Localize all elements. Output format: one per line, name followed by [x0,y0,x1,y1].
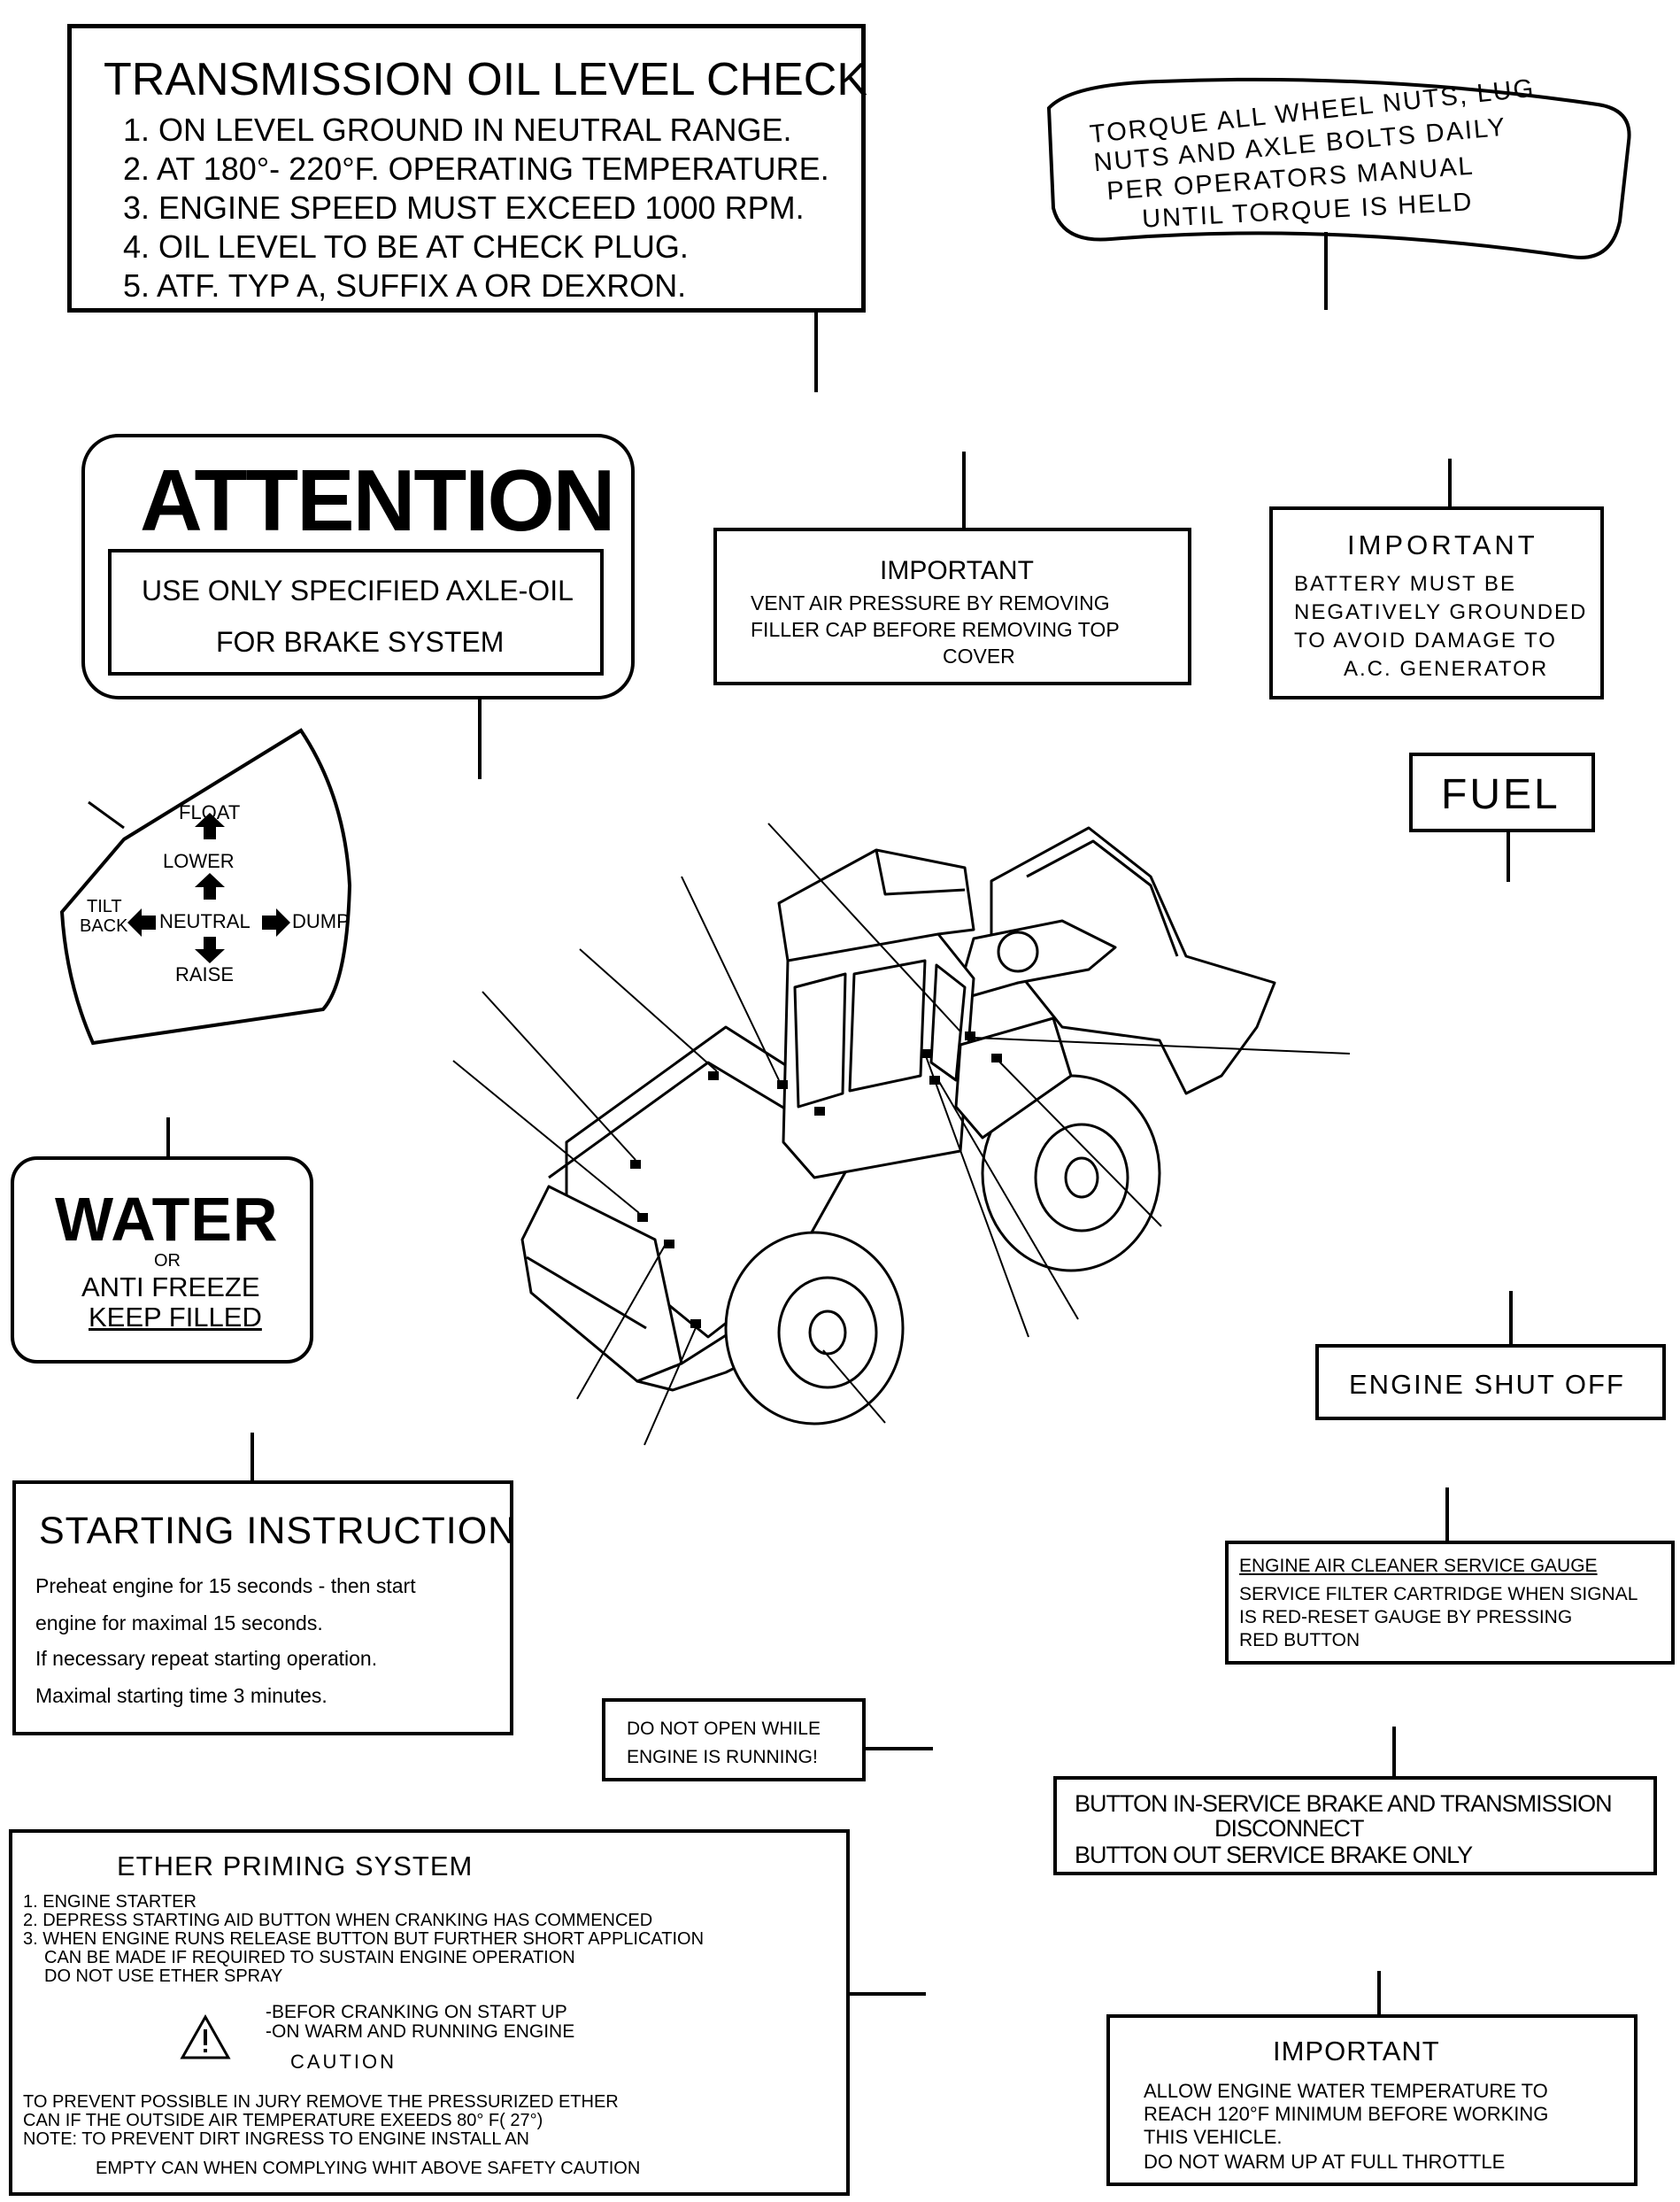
battery-line-3: TO AVOID DAMAGE TO [1294,629,1557,653]
ether-caution: CAUTION [290,2051,397,2073]
lever-neutral: NEUTRAL [159,910,250,932]
engine-shutoff-label: ENGINE SHUT OFF [1315,1344,1666,1420]
lever-raise: RAISE [175,963,235,985]
lever-lower: LOWER [163,850,235,872]
ether-step-4: CAN BE MADE IF REQUIRED TO SUSTAIN ENGIN… [44,1948,575,1967]
ether-step-2: 2. DEPRESS STARTING AID BUTTON WHEN CRAN… [23,1911,653,1930]
water-label: WATER OR ANTI FREEZE KEEP FILLED [11,1156,313,1364]
ether-warn-2: -ON WARM AND RUNNING ENGINE [266,2021,575,2042]
fuel-text: FUEL [1441,771,1561,818]
air-cleaner-line-3: RED BUTTON [1239,1630,1360,1650]
starting-line-2: engine for maximal 15 seconds. [35,1611,323,1634]
leader-line [1377,1971,1381,2015]
battery-title: IMPORTANT [1347,529,1538,560]
arrow-up-icon [195,813,225,839]
leader-line [962,452,966,529]
ether-step-3: 3. WHEN ENGINE RUNS RELEASE BUTTON BUT F… [23,1929,705,1949]
air-cleaner-line-2: IS RED-RESET GAUGE BY PRESSING [1239,1607,1573,1627]
leader-line [478,699,482,779]
transmission-line-2: 2. AT 180°- 220°F. OPERATING TEMPERATURE… [123,151,829,187]
do-not-open-label: DO NOT OPEN WHILE ENGINE IS RUNNING! [602,1698,866,1781]
leader-line [850,1992,926,1996]
attention-line-1: USE ONLY SPECIFIED AXLE-OIL [142,575,574,607]
transmission-oil-label: TRANSMISSION OIL LEVEL CHECK 1. ON LEVEL… [67,24,868,313]
vent-line-3: COVER [943,645,1015,668]
ether-step-5: DO NOT USE ETHER SPRAY [44,1966,283,1986]
water-keep: KEEP FILLED [89,1302,262,1333]
warmup-title: IMPORTANT [1273,2036,1440,2067]
button-line-2: DISCONNECT [1214,1815,1365,1842]
attention-title: ATTENTION [140,452,615,549]
air-cleaner-title: ENGINE AIR CLEANER SERVICE GAUGE [1239,1556,1598,1576]
ether-note-1: TO PREVENT POSSIBLE IN JURY REMOVE THE P… [23,2092,619,2112]
leader-line [866,1747,933,1750]
warmup-line-3: THIS VEHICLE. [1144,2126,1283,2148]
lever-back: BACK [80,916,128,936]
battery-line-1: BATTERY MUST BE [1294,572,1516,596]
starting-line-4: Maximal starting time 3 minutes. [35,1684,328,1707]
air-cleaner-label: ENGINE AIR CLEANER SERVICE GAUGE SERVICE… [1225,1541,1675,1665]
leader-line [1448,459,1452,508]
transmission-line-5: 5. ATF. TYP A, SUFFIX A OR DEXRON. [123,267,687,304]
do-not-open-line-2: ENGINE IS RUNNING! [627,1747,818,1767]
button-line-1: BUTTON IN-SERVICE BRAKE AND TRANSMISSION [1075,1790,1613,1817]
vent-important-label: IMPORTANT VENT AIR PRESSURE BY REMOVING … [713,528,1191,685]
lever-float: FLOAT [179,801,241,823]
air-cleaner-line-1: SERVICE FILTER CARTRIDGE WHEN SIGNAL [1239,1584,1638,1604]
arrow-left-icon [127,908,156,937]
vent-line-1: VENT AIR PRESSURE BY REMOVING [751,591,1110,614]
ether-step-1: 1. ENGINE STARTER [23,1892,197,1912]
engine-shutoff-text: ENGINE SHUT OFF [1349,1369,1625,1400]
leader-line [1392,1727,1396,1778]
ether-priming-label: ETHER PRIMING SYSTEM 1. ENGINE STARTER 2… [9,1829,850,2196]
arrow-down-icon [195,937,225,963]
starting-title: STARTING INSTRUCTION [39,1510,517,1552]
warmup-line-1: ALLOW ENGINE WATER TEMPERATURE TO [1144,2080,1548,2102]
battery-line-2: NEGATIVELY GROUNDED [1294,600,1588,624]
ether-title: ETHER PRIMING SYSTEM [117,1850,474,1881]
lever-dump: DUMP [292,910,350,932]
button-service-brake-label: BUTTON IN-SERVICE BRAKE AND TRANSMISSION… [1053,1776,1657,1875]
arrow-right-icon [262,908,290,937]
starting-line-3: If necessary repeat starting operation. [35,1647,378,1670]
leader-line [166,1117,170,1158]
ether-note-4: EMPTY CAN WHEN COMPLYING WHIT ABOVE SAFE… [96,2159,641,2178]
fuel-label: FUEL [1409,753,1595,832]
leader-line [1509,1291,1513,1346]
water-or: OR [154,1251,181,1271]
warmup-line-4: DO NOT WARM UP AT FULL THROTTLE [1144,2151,1506,2173]
battery-important-label: IMPORTANT BATTERY MUST BE NEGATIVELY GRO… [1269,506,1604,699]
vent-title: IMPORTANT [880,556,1034,585]
button-line-3: BUTTON OUT SERVICE BRAKE ONLY [1075,1842,1473,1868]
warning-triangle-icon [180,2013,231,2059]
transmission-line-4: 4. OIL LEVEL TO BE AT CHECK PLUG. [123,228,689,265]
attention-line-2: FOR BRAKE SYSTEM [216,626,505,658]
arrow-up-icon [195,873,225,900]
leader-line [1507,832,1510,882]
battery-line-4: A.C. GENERATOR [1344,657,1549,681]
water-antifreeze: ANTI FREEZE [81,1271,260,1302]
transmission-title: TRANSMISSION OIL LEVEL CHECK [104,54,868,105]
transmission-line-1: 1. ON LEVEL GROUND IN NEUTRAL RANGE. [123,112,792,148]
do-not-open-line-1: DO NOT OPEN WHILE [627,1719,821,1739]
water-title: WATER [55,1185,279,1254]
warmup-line-2: REACH 120°F MINIMUM BEFORE WORKING [1144,2103,1549,2125]
starting-instruction-label: STARTING INSTRUCTION Preheat engine for … [12,1480,517,1735]
leader-line [250,1433,254,1482]
starting-line-1: Preheat engine for 15 seconds - then sta… [35,1574,416,1597]
warmup-important-label: IMPORTANT ALLOW ENGINE WATER TEMPERATURE… [1106,2014,1638,2186]
lever-tilt: TILT [87,897,122,916]
attention-label: ATTENTION USE ONLY SPECIFIED AXLE-OIL FO… [81,434,635,699]
ether-note-3: NOTE: TO PREVENT DIRT INGRESS TO ENGINE … [23,2129,530,2149]
leader-line [814,313,818,392]
transmission-line-3: 3. ENGINE SPEED MUST EXCEED 1000 RPM. [123,189,805,226]
ether-note-2: CAN IF THE OUTSIDE AIR TEMPERATURE EXEED… [23,2111,543,2130]
attention-inner-box: USE ONLY SPECIFIED AXLE-OIL FOR BRAKE SY… [108,549,604,676]
leader-line [1445,1487,1449,1541]
ether-warn-1: -BEFOR CRANKING ON START UP [266,2002,567,2022]
vent-line-2: FILLER CAP BEFORE REMOVING TOP [751,618,1120,641]
